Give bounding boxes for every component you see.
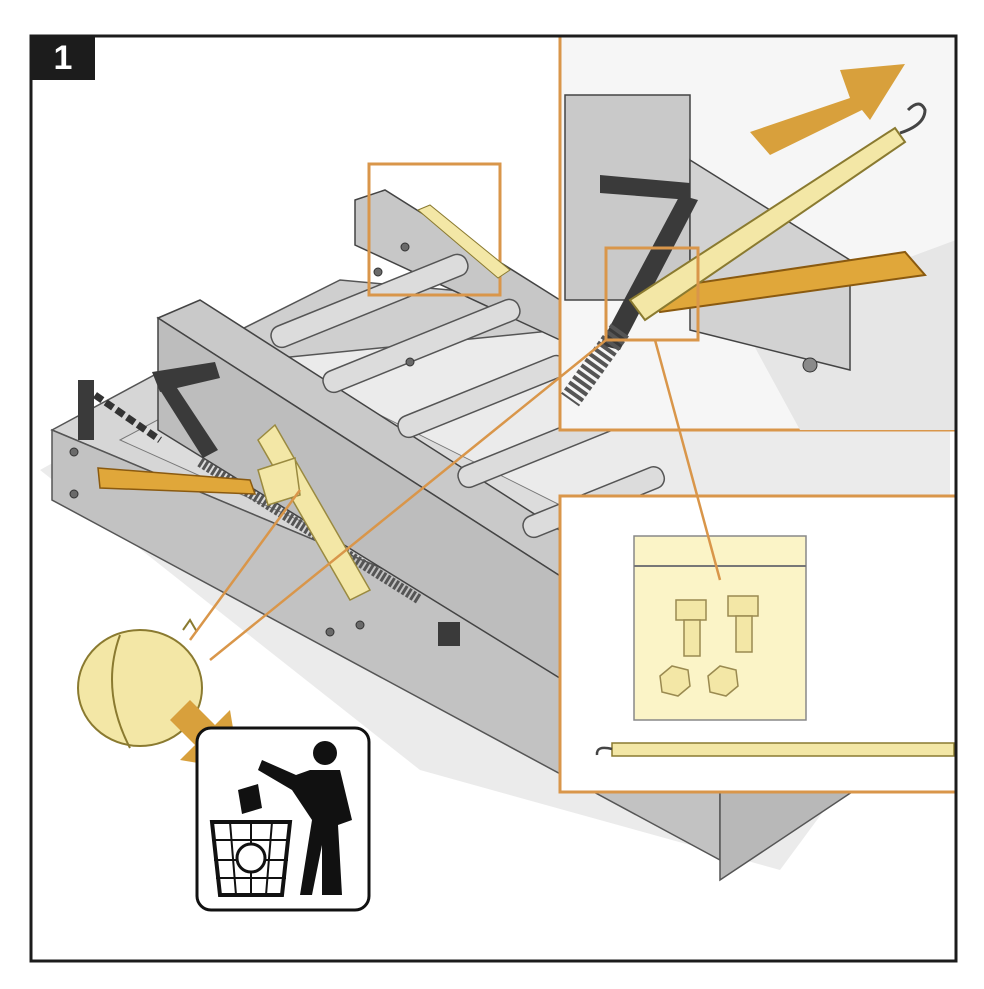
loose-rod-hook bbox=[595, 746, 613, 756]
scissor-arm bbox=[152, 362, 220, 392]
recycle-icon bbox=[235, 842, 267, 874]
screw bbox=[355, 620, 365, 630]
rung bbox=[270, 253, 469, 349]
screw bbox=[373, 267, 383, 277]
detail-highlight-inner bbox=[604, 246, 700, 342]
rung bbox=[322, 298, 521, 394]
hook-rod-small bbox=[417, 204, 511, 279]
packaging-roll bbox=[77, 629, 203, 747]
person-body bbox=[258, 760, 352, 895]
trash-basket bbox=[209, 820, 293, 897]
screw bbox=[69, 489, 79, 499]
detail-highlight-small bbox=[367, 162, 502, 297]
callout-scissor-arm bbox=[600, 175, 690, 200]
loose-hook-rod bbox=[611, 742, 955, 757]
screw bbox=[405, 357, 415, 367]
leader-line bbox=[188, 489, 302, 641]
screw bbox=[400, 242, 410, 252]
instruction-frame bbox=[29, 34, 958, 963]
hinge-plate bbox=[78, 380, 94, 440]
leader-lines bbox=[188, 339, 722, 661]
dropped-item bbox=[238, 784, 262, 814]
roll-seam bbox=[111, 634, 131, 749]
trash-disposal-icon bbox=[195, 726, 371, 912]
scissor-arm bbox=[160, 385, 218, 458]
chain bbox=[93, 392, 162, 443]
screw bbox=[69, 447, 79, 457]
callout-hardware-kit bbox=[558, 494, 958, 794]
left-hinge-hardware bbox=[78, 362, 423, 605]
leader-line bbox=[209, 339, 607, 661]
arrow-pull-icon bbox=[750, 64, 905, 155]
packaging-strip bbox=[257, 457, 301, 506]
callout-hook-rod bbox=[558, 34, 958, 432]
callout-spring bbox=[561, 323, 629, 407]
discarded-packaging bbox=[77, 618, 203, 749]
step-number-badge: 1 bbox=[31, 36, 95, 80]
frame-screws bbox=[69, 242, 415, 637]
leader-line bbox=[653, 339, 722, 581]
bolt-icon bbox=[727, 595, 759, 653]
dark-block bbox=[438, 622, 460, 646]
nut-icon bbox=[707, 665, 739, 697]
screw bbox=[325, 627, 335, 637]
board-screw bbox=[802, 357, 818, 373]
person-head bbox=[313, 741, 337, 765]
yellow-bracket bbox=[97, 467, 257, 495]
spring bbox=[197, 457, 423, 605]
rod-hook-end bbox=[899, 102, 927, 135]
nut-icon bbox=[659, 665, 691, 697]
roll-clip bbox=[182, 618, 198, 633]
callout-scissor-arm bbox=[600, 195, 698, 350]
bolt-icon bbox=[675, 599, 707, 657]
